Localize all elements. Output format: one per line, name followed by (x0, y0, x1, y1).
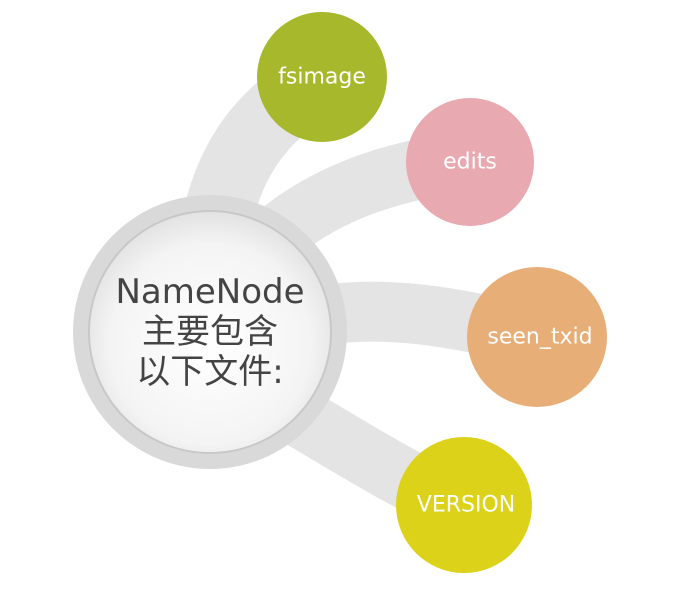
seen-txid-label: seen_txid (487, 324, 593, 350)
center-line-3: 以下文件: (136, 352, 284, 392)
center-inner-circle (88, 210, 332, 454)
edits-label: edits (443, 149, 497, 175)
fsimage-label: fsimage (278, 64, 366, 90)
fsimage-circle[interactable] (257, 12, 387, 142)
seen-txid-circle[interactable] (467, 267, 607, 407)
version-label: VERSION (416, 492, 516, 518)
center-title: NameNode 主要包含 以下文件: (115, 272, 304, 392)
center-line-1: NameNode (115, 272, 305, 312)
center-line-2: 主要包含 (141, 312, 278, 352)
version-circle[interactable] (396, 437, 532, 573)
edits-circle[interactable] (406, 98, 534, 226)
